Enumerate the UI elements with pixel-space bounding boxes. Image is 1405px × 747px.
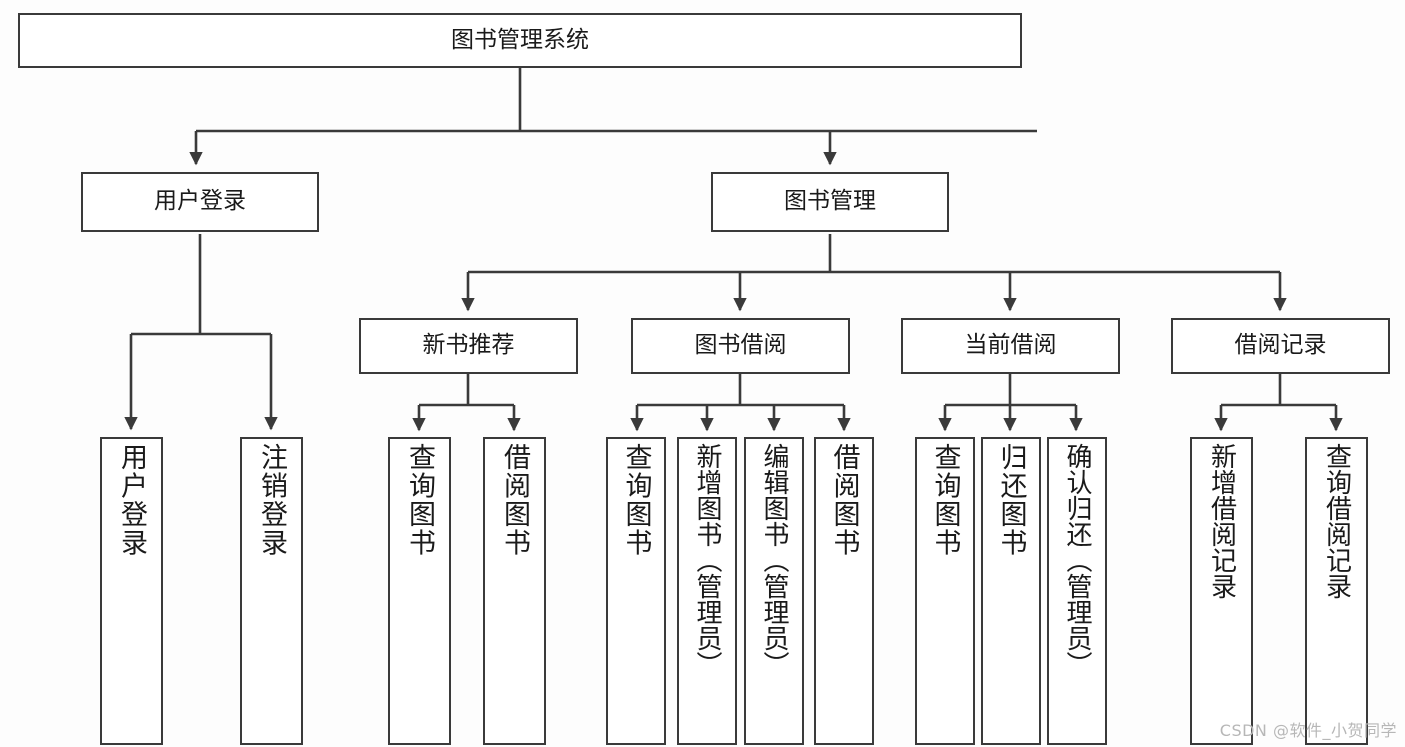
leaf-logout-label: 注销登录 xyxy=(256,443,287,557)
node-book-borrow[interactable]: 图书借阅 xyxy=(631,318,850,374)
node-current-borrow[interactable]: 当前借阅 xyxy=(901,318,1120,374)
leaf-borrow-book-1-label: 借阅图书 xyxy=(499,443,530,557)
leaf-user-login-label: 用户登录 xyxy=(116,443,147,557)
node-borrow-record[interactable]: 借阅记录 xyxy=(1171,318,1390,374)
leaf-edit-book[interactable]: 编辑图书（管理员） xyxy=(744,437,804,745)
leaf-query-book-3-label: 查询图书 xyxy=(929,443,961,557)
node-user-login-label: 用户登录 xyxy=(154,188,246,215)
node-current-borrow-label: 当前借阅 xyxy=(964,332,1057,359)
node-book-manage-label: 图书管理 xyxy=(784,188,876,215)
leaf-edit-book-label: 编辑图书（管理员） xyxy=(759,443,789,677)
leaf-add-book-label: 新增图书（管理员） xyxy=(692,443,722,677)
leaf-query-book-1[interactable]: 查询图书 xyxy=(388,437,451,745)
leaf-confirm-return[interactable]: 确认归还（管理员） xyxy=(1047,437,1107,745)
node-root[interactable]: 图书管理系统 xyxy=(18,13,1022,68)
leaf-borrow-book-2-label: 借阅图书 xyxy=(828,443,860,557)
leaf-logout[interactable]: 注销登录 xyxy=(240,437,303,745)
leaf-add-record[interactable]: 新增借阅记录 xyxy=(1190,437,1253,745)
node-user-login[interactable]: 用户登录 xyxy=(81,172,319,232)
node-new-book-rec-label: 新书推荐 xyxy=(422,332,515,359)
leaf-return-book[interactable]: 归还图书 xyxy=(981,437,1041,745)
leaf-add-book[interactable]: 新增图书（管理员） xyxy=(677,437,737,745)
leaf-borrow-book-2[interactable]: 借阅图书 xyxy=(814,437,874,745)
leaf-query-record[interactable]: 查询借阅记录 xyxy=(1305,437,1368,745)
leaf-user-login[interactable]: 用户登录 xyxy=(100,437,163,745)
leaf-query-record-label: 查询借阅记录 xyxy=(1321,443,1352,599)
leaf-add-record-label: 新增借阅记录 xyxy=(1206,443,1237,599)
leaf-query-book-1-label: 查询图书 xyxy=(404,443,435,557)
leaf-query-book-2-label: 查询图书 xyxy=(620,443,652,557)
node-book-borrow-label: 图书借阅 xyxy=(694,332,787,359)
leaf-confirm-return-label: 确认归还（管理员） xyxy=(1062,443,1092,677)
node-borrow-record-label: 借阅记录 xyxy=(1234,332,1327,359)
leaf-query-book-3[interactable]: 查询图书 xyxy=(915,437,975,745)
node-new-book-rec[interactable]: 新书推荐 xyxy=(359,318,578,374)
node-root-label: 图书管理系统 xyxy=(451,26,589,53)
leaf-return-book-label: 归还图书 xyxy=(995,443,1027,557)
node-book-manage[interactable]: 图书管理 xyxy=(711,172,949,232)
leaf-borrow-book-1[interactable]: 借阅图书 xyxy=(483,437,546,745)
leaf-query-book-2[interactable]: 查询图书 xyxy=(606,437,666,745)
